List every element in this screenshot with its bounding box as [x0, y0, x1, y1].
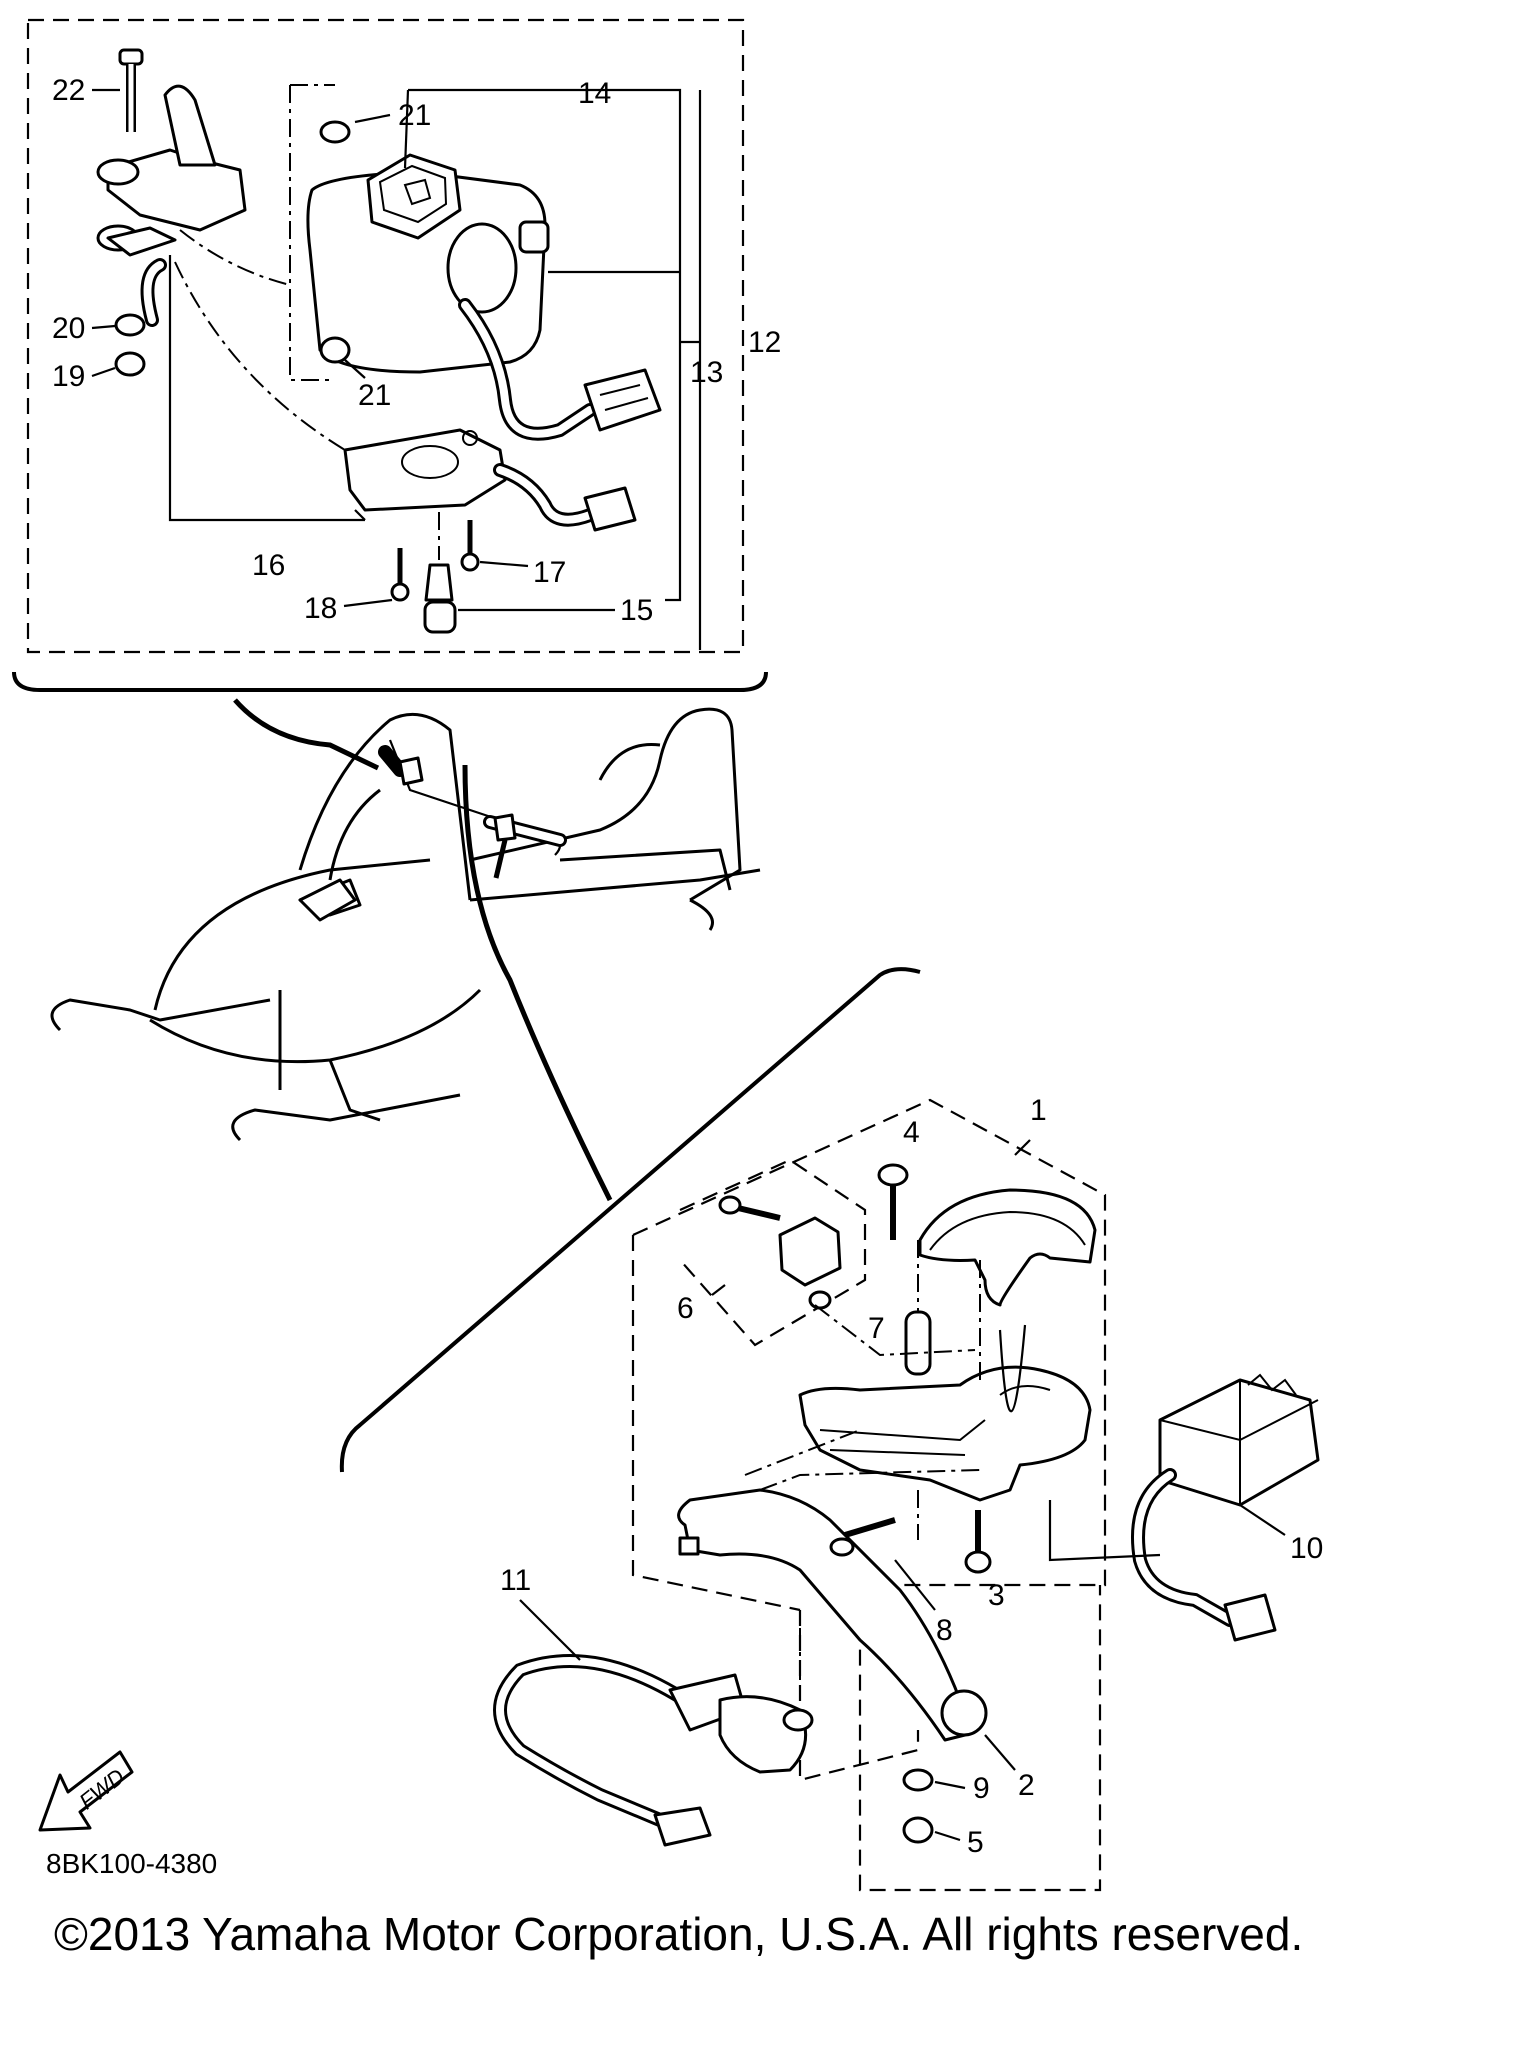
- snowmobile-illustration: [50, 698, 761, 1202]
- part-label-16: 16: [252, 549, 285, 582]
- part-label-10: 10: [1290, 1532, 1323, 1565]
- part-label-19: 19: [52, 360, 85, 393]
- part-label-21: 21: [398, 99, 431, 132]
- fwd-arrow-icon: FWD: [38, 1750, 134, 1832]
- part-label-12: 12: [748, 326, 781, 359]
- part-label-3: 3: [988, 1579, 1005, 1612]
- brake-lever-assembly: [493, 1098, 1320, 1892]
- inset-divider: [339, 967, 921, 1473]
- part-label-18: 18: [304, 592, 337, 625]
- part-label-8: 8: [936, 1614, 953, 1647]
- part-label-15: 15: [620, 594, 653, 627]
- part-label-22: 22: [52, 74, 85, 107]
- part-label-7: 7: [868, 1312, 885, 1345]
- part-label-20: 20: [52, 312, 85, 345]
- copyright-notice: ©2013 Yamaha Motor Corporation, U.S.A. A…: [54, 1908, 1303, 1960]
- part-label-13: 13: [690, 356, 723, 389]
- part-label-5: 5: [967, 1826, 984, 1859]
- part-label-9: 9: [973, 1772, 990, 1805]
- part-label-2: 2: [1018, 1769, 1035, 1802]
- part-label-4: 4: [903, 1116, 920, 1149]
- inset-switch-assembly: [12, 18, 768, 692]
- part-label-21b: 21: [358, 379, 391, 412]
- diagram-code: 8BK100-4380: [46, 1848, 217, 1879]
- part-labels: 22 21 14 12 13 20 19 21 16 17 18 15 1 4 …: [52, 74, 1323, 1859]
- part-label-11: 11: [500, 1564, 531, 1597]
- part-label-6: 6: [677, 1292, 694, 1325]
- part-label-1: 1: [1030, 1094, 1047, 1127]
- part-label-17: 17: [533, 556, 566, 589]
- part-label-14: 14: [578, 77, 611, 110]
